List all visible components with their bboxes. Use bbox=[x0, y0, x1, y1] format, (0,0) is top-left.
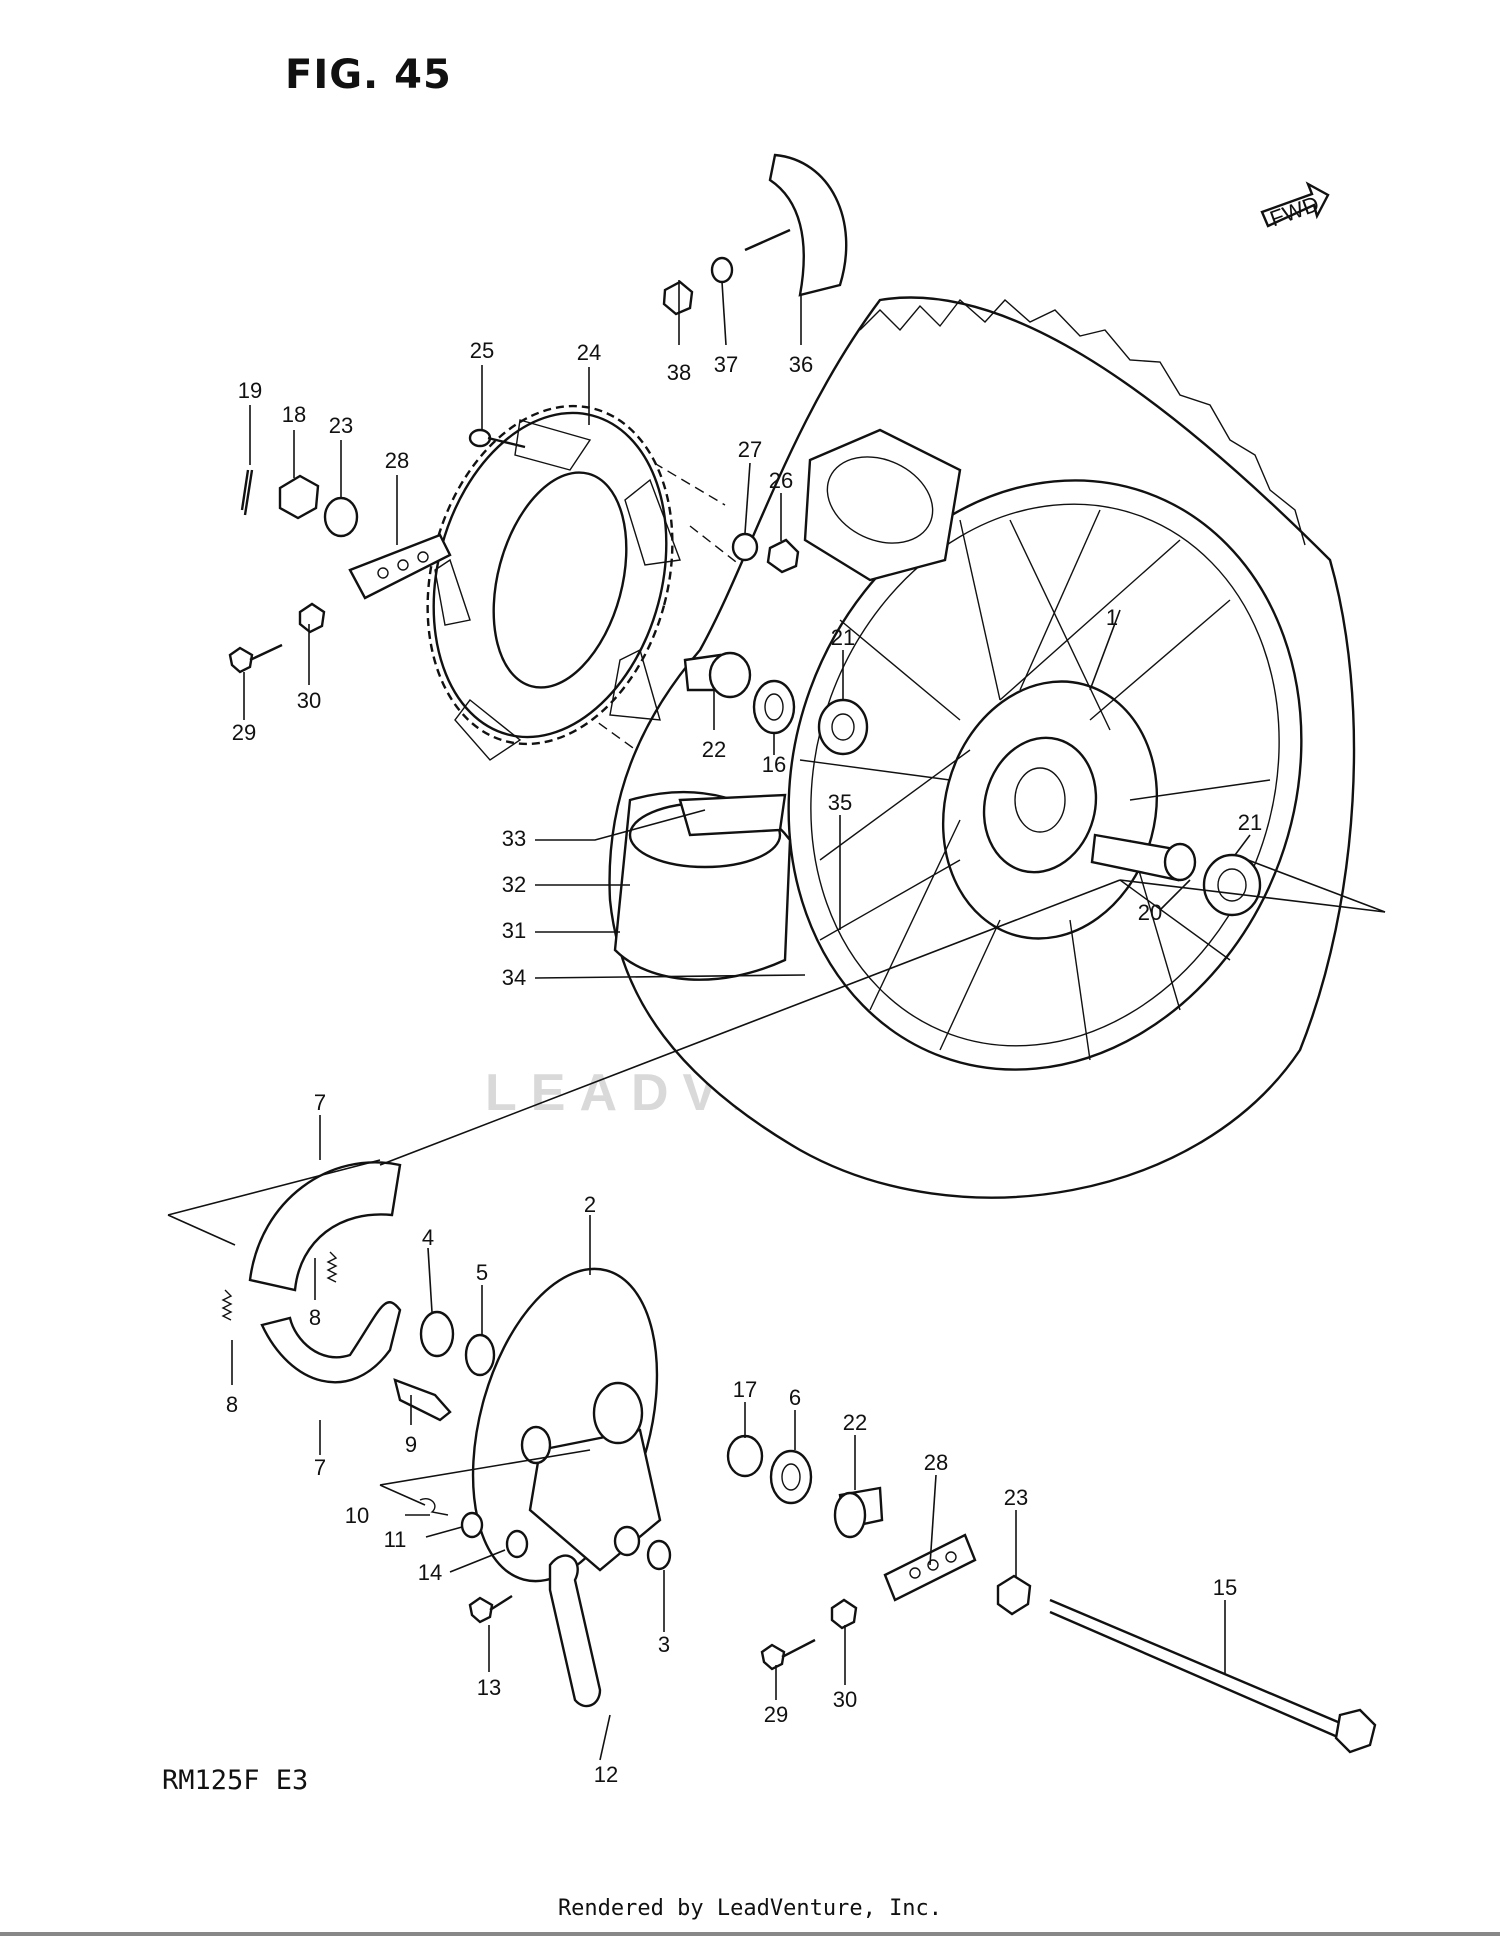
callout-28-left: 28 bbox=[385, 448, 409, 473]
callout-22-right: 22 bbox=[843, 1410, 867, 1435]
cotter-pin bbox=[240, 469, 254, 516]
callout-7-upper: 7 bbox=[314, 1090, 326, 1115]
callout-29-left: 29 bbox=[232, 720, 256, 745]
callout-17: 17 bbox=[733, 1377, 757, 1402]
callout-13: 13 bbox=[477, 1675, 501, 1700]
axle-nut-right bbox=[996, 1574, 1032, 1616]
callout-7-lower: 7 bbox=[314, 1455, 326, 1480]
tire-tube-rimband-stack bbox=[613, 790, 792, 981]
rim-lock-nut bbox=[662, 280, 694, 316]
callout-11: 11 bbox=[384, 1527, 407, 1552]
o-ring bbox=[460, 1511, 484, 1539]
callout-6: 6 bbox=[789, 1385, 801, 1410]
rear-wheel-assembly bbox=[608, 296, 1356, 1199]
rim-lock bbox=[744, 153, 848, 297]
wheel-bearing-right bbox=[1202, 853, 1262, 917]
rear-sprocket bbox=[426, 404, 681, 761]
brake-camshaft bbox=[393, 1378, 452, 1422]
callout-8-left: 8 bbox=[226, 1392, 238, 1417]
callout-23-right: 23 bbox=[1004, 1485, 1028, 1510]
callout-21-right: 21 bbox=[1238, 810, 1262, 835]
callout-18: 18 bbox=[282, 402, 306, 427]
callout-15: 15 bbox=[1213, 1575, 1237, 1600]
callout-3: 3 bbox=[658, 1632, 670, 1657]
axle-nut-left bbox=[323, 496, 359, 538]
axle-castle-nut bbox=[278, 474, 320, 520]
callout-16: 16 bbox=[762, 752, 786, 777]
adjuster-bolt-right bbox=[760, 1638, 816, 1671]
callout-28-right: 28 bbox=[924, 1450, 948, 1475]
brake-shoe-lower bbox=[260, 1301, 402, 1384]
adjuster-bolt-left bbox=[228, 643, 283, 674]
callout-25: 25 bbox=[470, 338, 494, 363]
rim-lock-washer bbox=[710, 256, 734, 284]
callout-23-left: 23 bbox=[329, 413, 353, 438]
axle-spacer-left bbox=[683, 651, 752, 699]
rear-axle bbox=[1049, 1598, 1377, 1754]
adjuster-nut-right bbox=[830, 1598, 858, 1630]
callout-12: 12 bbox=[594, 1762, 618, 1787]
callout-21-left: 21 bbox=[831, 625, 855, 650]
brake-panel bbox=[471, 1267, 662, 1583]
callout-35: 35 bbox=[828, 790, 852, 815]
dust-seal-right bbox=[769, 1449, 813, 1505]
callout-2: 2 bbox=[584, 1192, 596, 1217]
brake-lever-bolt bbox=[468, 1594, 513, 1624]
callout-29-right: 29 bbox=[764, 1702, 788, 1727]
fwd-arrow-icon: FWD bbox=[1260, 181, 1330, 232]
callout-31: 31 bbox=[502, 918, 526, 943]
model-code: RM125F E3 bbox=[162, 1765, 309, 1796]
callout-37: 37 bbox=[714, 352, 738, 377]
chain-adjuster-left bbox=[348, 533, 452, 600]
brake-shoe-spring-left bbox=[221, 1289, 233, 1321]
figure-title: FIG. 45 bbox=[285, 52, 452, 98]
callout-5: 5 bbox=[476, 1260, 488, 1285]
axle-spacer bbox=[1090, 833, 1197, 882]
callout-14: 14 bbox=[418, 1560, 442, 1585]
wheel-bearing-left bbox=[817, 698, 869, 756]
callout-26: 26 bbox=[769, 468, 793, 493]
callout-38: 38 bbox=[667, 360, 691, 385]
sprocket-bolt bbox=[468, 428, 526, 449]
callout-8-right: 8 bbox=[309, 1305, 321, 1330]
sprocket-nut bbox=[766, 538, 800, 574]
footer-credit: Rendered by LeadVenture, Inc. bbox=[557, 1896, 943, 1921]
callout-10: 10 bbox=[345, 1503, 369, 1528]
callout-1: 1 bbox=[1106, 605, 1118, 630]
brake-camshaft-seal bbox=[419, 1310, 455, 1358]
callout-34: 34 bbox=[502, 965, 526, 990]
callout-33: 33 bbox=[502, 826, 526, 851]
callout-20: 20 bbox=[1138, 900, 1162, 925]
callout-32: 32 bbox=[502, 872, 526, 897]
callout-4: 4 bbox=[422, 1225, 434, 1250]
brake-arm-nut bbox=[646, 1539, 672, 1571]
brake-cam-lever bbox=[548, 1554, 602, 1708]
callout-36: 36 bbox=[789, 352, 813, 377]
callout-22-left: 22 bbox=[702, 737, 726, 762]
callout-27: 27 bbox=[738, 437, 762, 462]
brake-washer bbox=[464, 1333, 496, 1377]
sprocket-washer bbox=[731, 532, 759, 562]
callout-30-right: 30 bbox=[833, 1687, 857, 1712]
brake-spring-clip bbox=[419, 1498, 449, 1516]
axle-spacer-right bbox=[833, 1486, 884, 1539]
callout-19: 19 bbox=[238, 378, 262, 403]
adjuster-nut-left bbox=[298, 602, 326, 634]
brake-shoe-spring-right bbox=[326, 1251, 338, 1283]
fwd-label: FWD bbox=[1267, 191, 1323, 232]
wheel-collar-right bbox=[726, 1434, 764, 1478]
callout-30-left: 30 bbox=[297, 688, 321, 713]
callout-24: 24 bbox=[577, 340, 601, 365]
brake-arm-washer bbox=[505, 1529, 529, 1559]
brake-shoe-upper bbox=[248, 1161, 402, 1292]
footer-divider bbox=[0, 1932, 1500, 1936]
callout-9: 9 bbox=[405, 1432, 417, 1457]
chain-adjuster-right bbox=[883, 1533, 977, 1602]
dust-seal bbox=[752, 679, 796, 735]
